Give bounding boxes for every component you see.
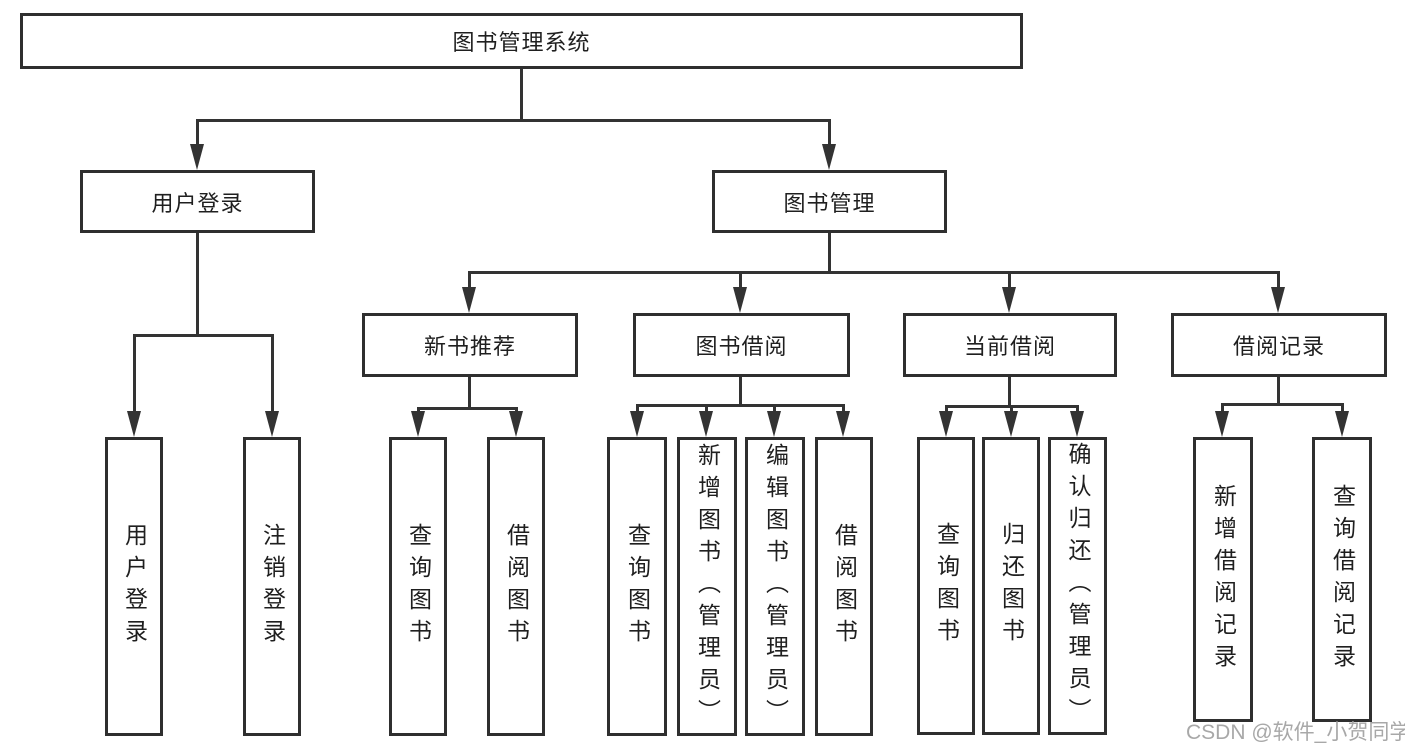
- connector-line: [196, 233, 199, 337]
- node-new-book-recommend-label: 新书推荐: [423, 334, 516, 359]
- leaf-return-book-label: 归还图书: [998, 522, 1025, 650]
- connector-line: [739, 271, 742, 291]
- arrowhead-down-icon: [733, 287, 747, 313]
- leaf-query-books-recommend-label: 查询图书: [405, 522, 432, 651]
- arrowhead-down-icon: [699, 411, 713, 437]
- connector-line: [1341, 403, 1344, 413]
- leaf-logout-label: 注销登录: [259, 522, 286, 651]
- arrowhead-down-icon: [190, 144, 204, 170]
- connector-line: [828, 119, 831, 147]
- leaf-return-book: 归还图书: [982, 437, 1040, 735]
- leaf-user-login: 用户登录: [105, 437, 163, 736]
- arrowhead-down-icon: [1271, 287, 1285, 313]
- connector-line: [828, 233, 831, 273]
- node-user-login: 用户登录: [80, 170, 315, 233]
- arrowhead-down-icon: [127, 411, 141, 437]
- connector-line: [1277, 271, 1280, 291]
- connector-line: [520, 69, 523, 121]
- connector-line: [1008, 271, 1011, 291]
- connector-line: [1010, 405, 1013, 415]
- leaf-query-books-current: 查询图书: [917, 437, 975, 735]
- node-root: 图书管理系统: [20, 13, 1023, 69]
- connector-line: [1076, 405, 1079, 415]
- node-book-management-label: 图书管理: [783, 190, 876, 216]
- node-book-borrow-label: 图书借阅: [695, 334, 788, 359]
- leaf-edit-book-admin-label: 编辑图书（管理员）: [762, 442, 789, 731]
- leaf-query-borrow-record-label: 查询借阅记录: [1329, 483, 1356, 676]
- connector-line: [636, 404, 639, 414]
- leaf-confirm-return-admin: 确认归还（管理员）: [1048, 437, 1107, 735]
- leaf-query-books-recommend: 查询图书: [389, 437, 447, 736]
- connector-line: [417, 407, 518, 410]
- node-user-login-label: 用户登录: [151, 190, 244, 216]
- leaf-confirm-return-admin-label: 确认归还（管理员）: [1065, 442, 1091, 730]
- arrowhead-down-icon: [1004, 411, 1018, 437]
- leaf-add-borrow-record-label: 新增借阅记录: [1210, 483, 1237, 676]
- connector-line: [133, 334, 136, 414]
- connector-line: [133, 334, 274, 337]
- connector-line: [945, 405, 948, 415]
- arrowhead-down-icon: [462, 287, 476, 313]
- arrowhead-down-icon: [1335, 411, 1349, 437]
- arrowhead-down-icon: [939, 411, 953, 437]
- connector-line: [196, 119, 831, 122]
- arrowhead-down-icon: [836, 411, 850, 437]
- connector-line: [1221, 403, 1224, 413]
- csdn-watermark: CSDN @软件_小贺同学: [1186, 721, 1405, 744]
- leaf-add-book-admin: 新增图书（管理员）: [677, 437, 737, 736]
- node-borrow-records: 借阅记录: [1171, 313, 1387, 377]
- leaf-borrow-books-recommend: 借阅图书: [487, 437, 545, 736]
- connector-line: [739, 377, 742, 407]
- leaf-query-borrow-record: 查询借阅记录: [1312, 437, 1372, 722]
- leaf-add-book-admin-label: 新增图书（管理员）: [694, 442, 721, 731]
- arrowhead-down-icon: [1070, 411, 1084, 437]
- node-borrow-records-label: 借阅记录: [1232, 334, 1325, 359]
- leaf-add-borrow-record: 新增借阅记录: [1193, 437, 1253, 722]
- leaf-query-books-borrow: 查询图书: [607, 437, 667, 736]
- connector-line: [773, 404, 776, 414]
- node-current-borrow-label: 当前借阅: [963, 334, 1056, 359]
- connector-line: [271, 334, 274, 414]
- connector-line: [1277, 377, 1280, 406]
- arrowhead-down-icon: [411, 411, 425, 437]
- leaf-borrow-books: 借阅图书: [815, 437, 873, 736]
- connector-line: [1221, 403, 1343, 406]
- leaf-logout: 注销登录: [243, 437, 301, 736]
- node-new-book-recommend: 新书推荐: [362, 313, 578, 377]
- node-current-borrow: 当前借阅: [903, 313, 1117, 377]
- connector-line: [196, 119, 199, 147]
- arrowhead-down-icon: [630, 411, 644, 437]
- node-book-management: 图书管理: [712, 170, 947, 233]
- node-root-label: 图书管理系统: [452, 30, 591, 55]
- connector-line: [468, 377, 471, 410]
- arrowhead-down-icon: [1215, 411, 1229, 437]
- connector-line: [842, 404, 845, 414]
- connector-line: [468, 271, 1280, 274]
- connector-line: [705, 404, 708, 414]
- arrowhead-down-icon: [265, 411, 279, 437]
- arrowhead-down-icon: [1002, 287, 1016, 313]
- arrowhead-down-icon: [767, 411, 781, 437]
- leaf-user-login-label: 用户登录: [121, 522, 148, 651]
- connector-line: [636, 404, 845, 407]
- leaf-edit-book-admin: 编辑图书（管理员）: [745, 437, 805, 736]
- leaf-borrow-books-label: 借阅图书: [831, 522, 858, 651]
- connector-line: [468, 271, 471, 291]
- leaf-borrow-books-recommend-label: 借阅图书: [503, 522, 530, 651]
- leaf-query-books-borrow-label: 查询图书: [624, 522, 651, 651]
- connector-line: [1008, 377, 1011, 408]
- node-book-borrow: 图书借阅: [633, 313, 850, 377]
- leaf-query-books-current-label: 查询图书: [933, 522, 960, 650]
- arrowhead-down-icon: [822, 144, 836, 170]
- arrowhead-down-icon: [509, 411, 523, 437]
